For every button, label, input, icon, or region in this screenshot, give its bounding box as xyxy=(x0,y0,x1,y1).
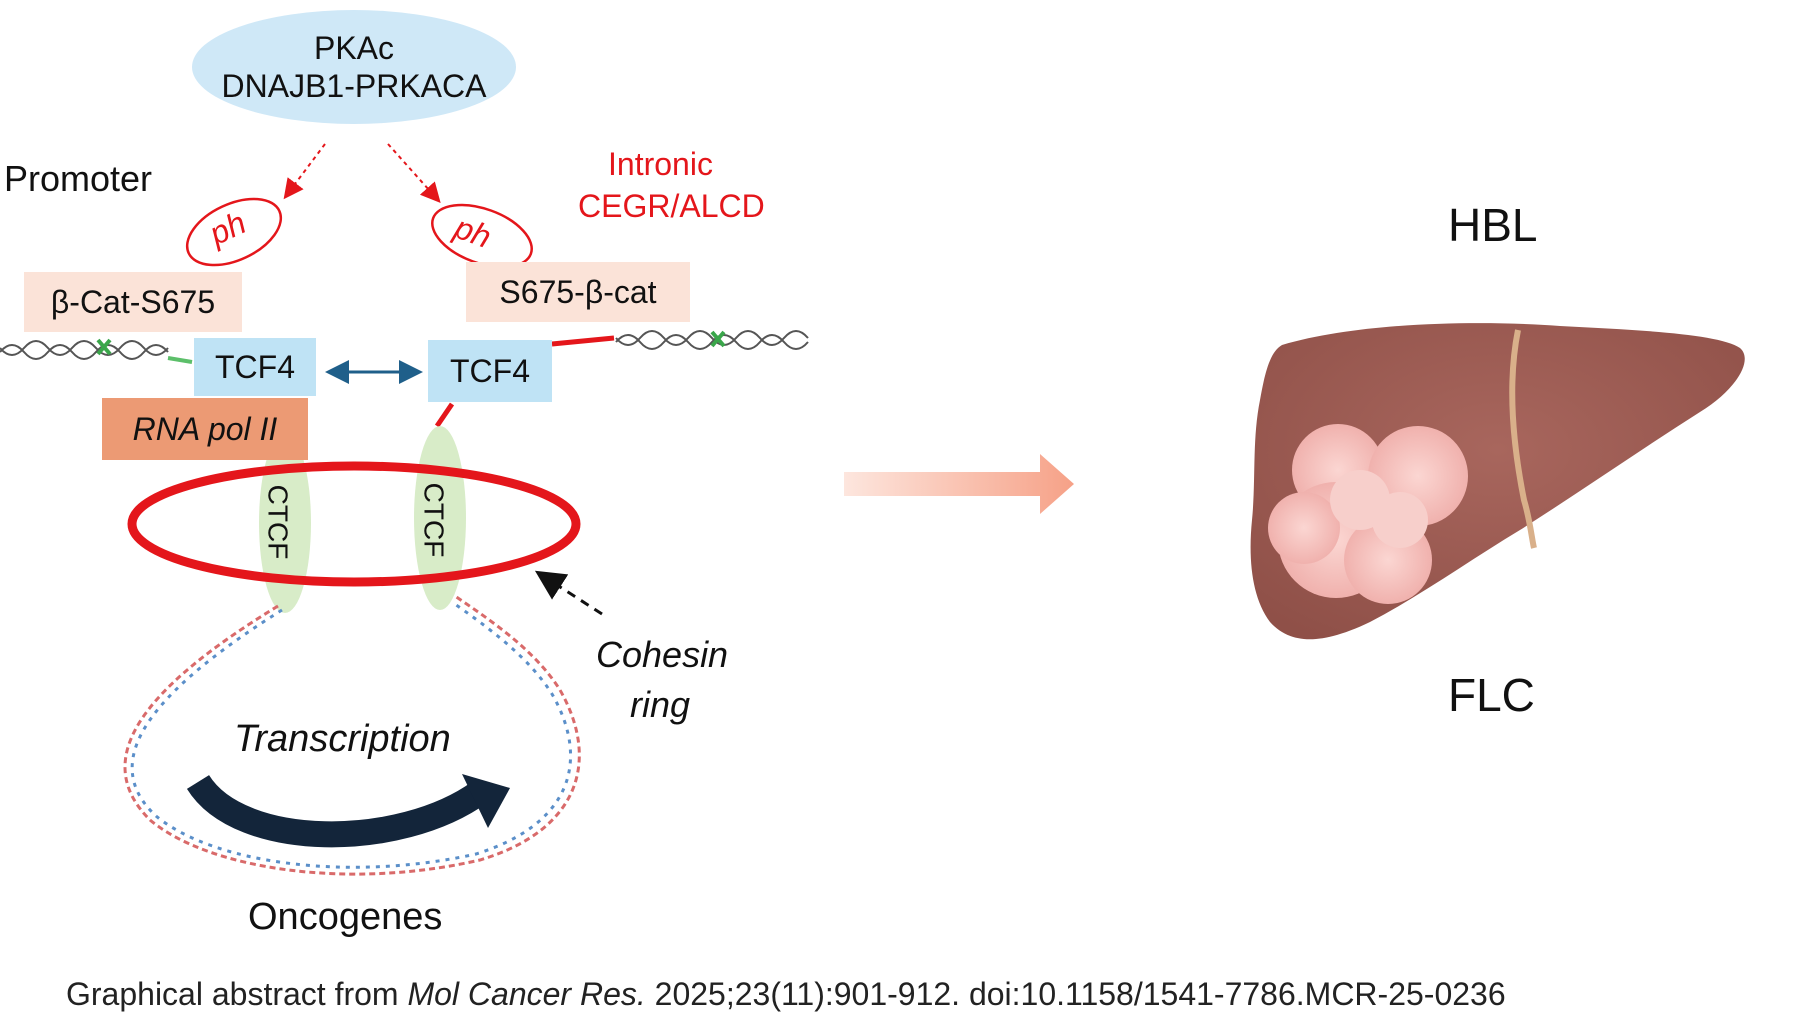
intronic-label: Intronic xyxy=(608,146,713,182)
dna-strand-right xyxy=(615,330,809,350)
ctcf-label-right: CTCF xyxy=(418,482,450,558)
flc-label: FLC xyxy=(1448,669,1535,721)
ph-oval-left xyxy=(185,197,283,267)
citation-line: Graphical abstract from Mol Cancer Res. … xyxy=(66,976,1506,1013)
phospho-arrow-left xyxy=(283,143,326,200)
cohesin-pointer-arrow xyxy=(534,570,603,616)
progression-arrow xyxy=(844,454,1074,514)
transcription-arrow xyxy=(186,774,488,848)
oncogenes-label: Oncogenes xyxy=(248,896,443,938)
ctcf-label-left: CTCF xyxy=(262,484,294,560)
cegr-alcd-label: CEGR/ALCD xyxy=(578,188,765,224)
hbl-label: HBL xyxy=(1448,199,1538,251)
beta-catenin-intronic-box: S675-β-cat xyxy=(466,262,690,322)
citation-prefix: Graphical abstract from xyxy=(66,976,408,1012)
ring-label: ring xyxy=(630,684,691,725)
dnajb1-prkaca-label: DNAJB1-PRKACA xyxy=(221,68,487,104)
citation-details: 2025;23(11):901-912. doi:10.1158/1541-77… xyxy=(645,976,1506,1012)
liver-ligament xyxy=(1509,329,1537,549)
beta-catenin-promoter-box: β-Cat-S675 xyxy=(24,272,242,332)
enhancer-red-line-top xyxy=(551,335,615,347)
tcf4-promoter-box: TCF4 xyxy=(194,338,316,396)
dna-strand-left xyxy=(0,340,169,360)
tcf4-intronic-box: TCF4 xyxy=(428,340,552,402)
ph-oval-right xyxy=(431,203,533,269)
rna-pol-ii-box: RNA pol II xyxy=(102,398,308,460)
cohesin-ring xyxy=(127,461,581,587)
dna-loop xyxy=(123,594,581,876)
ctcf-oval-left xyxy=(259,433,311,613)
transcription-arrowhead xyxy=(462,774,510,828)
citation-journal: Mol Cancer Res. xyxy=(407,976,646,1012)
tumor-mass xyxy=(1268,424,1468,604)
dna-marker-right xyxy=(710,330,726,348)
promoter-label: Promoter xyxy=(4,158,153,199)
pkac-label: PKAc xyxy=(313,30,395,66)
enhancer-red-line-down xyxy=(434,402,455,428)
cohesin-label: Cohesin xyxy=(596,634,729,675)
transcription-label: Transcription xyxy=(234,718,451,760)
pkac-ellipse: PKAc DNAJB1-PRKACA xyxy=(192,10,516,124)
dna-marker-left xyxy=(96,338,112,356)
dna-green-segment xyxy=(167,356,193,364)
phospho-arrow-right xyxy=(387,143,441,203)
